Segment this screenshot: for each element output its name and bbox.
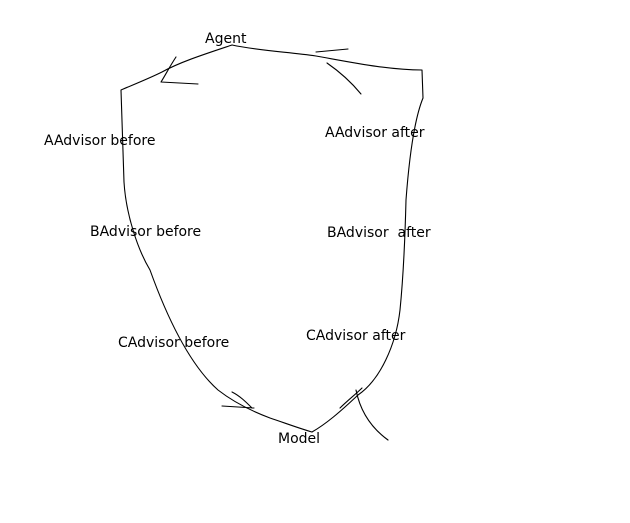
- arrowhead-bottom-left: [221, 391, 255, 409]
- left-flow-line: [120, 44, 313, 433]
- arrowhead-top-right: [315, 48, 362, 95]
- agent-label: Agent: [205, 31, 247, 47]
- right-flow-line: [231, 44, 424, 433]
- model-label: Model: [278, 431, 321, 447]
- a-advisor-before-label: AAdvisor before: [44, 133, 156, 149]
- b-advisor-before-label: BAdvisor before: [90, 224, 202, 240]
- arrowhead-top-left: [160, 56, 199, 85]
- arrowhead-bottom-right: [339, 387, 389, 441]
- c-advisor-before-label: CAdvisor before: [118, 335, 230, 351]
- a-advisor-after-label: AAdvisor after: [325, 125, 425, 141]
- c-advisor-after-label: CAdvisor after: [306, 328, 406, 344]
- b-advisor-after-label: BAdvisor after: [327, 225, 431, 241]
